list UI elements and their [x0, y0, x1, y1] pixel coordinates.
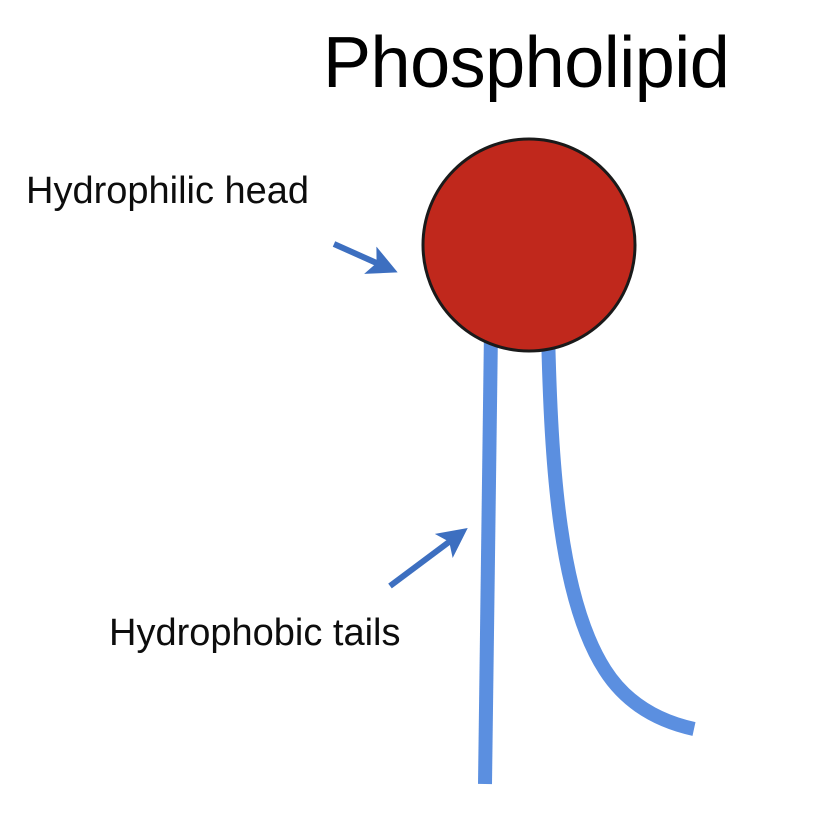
hydrophobic-tail-straight	[478, 329, 498, 785]
label-hydrophobic-tails: Hydrophobic tails	[109, 612, 401, 654]
label-hydrophilic-head: Hydrophilic head	[26, 170, 310, 212]
hydrophilic-head-circle	[421, 137, 637, 353]
page-title: Phospholipid	[323, 23, 730, 103]
arrow-to-head	[332, 241, 398, 274]
hydrophobic-tail-curved	[541, 329, 696, 736]
arrow-to-tails	[388, 527, 468, 589]
